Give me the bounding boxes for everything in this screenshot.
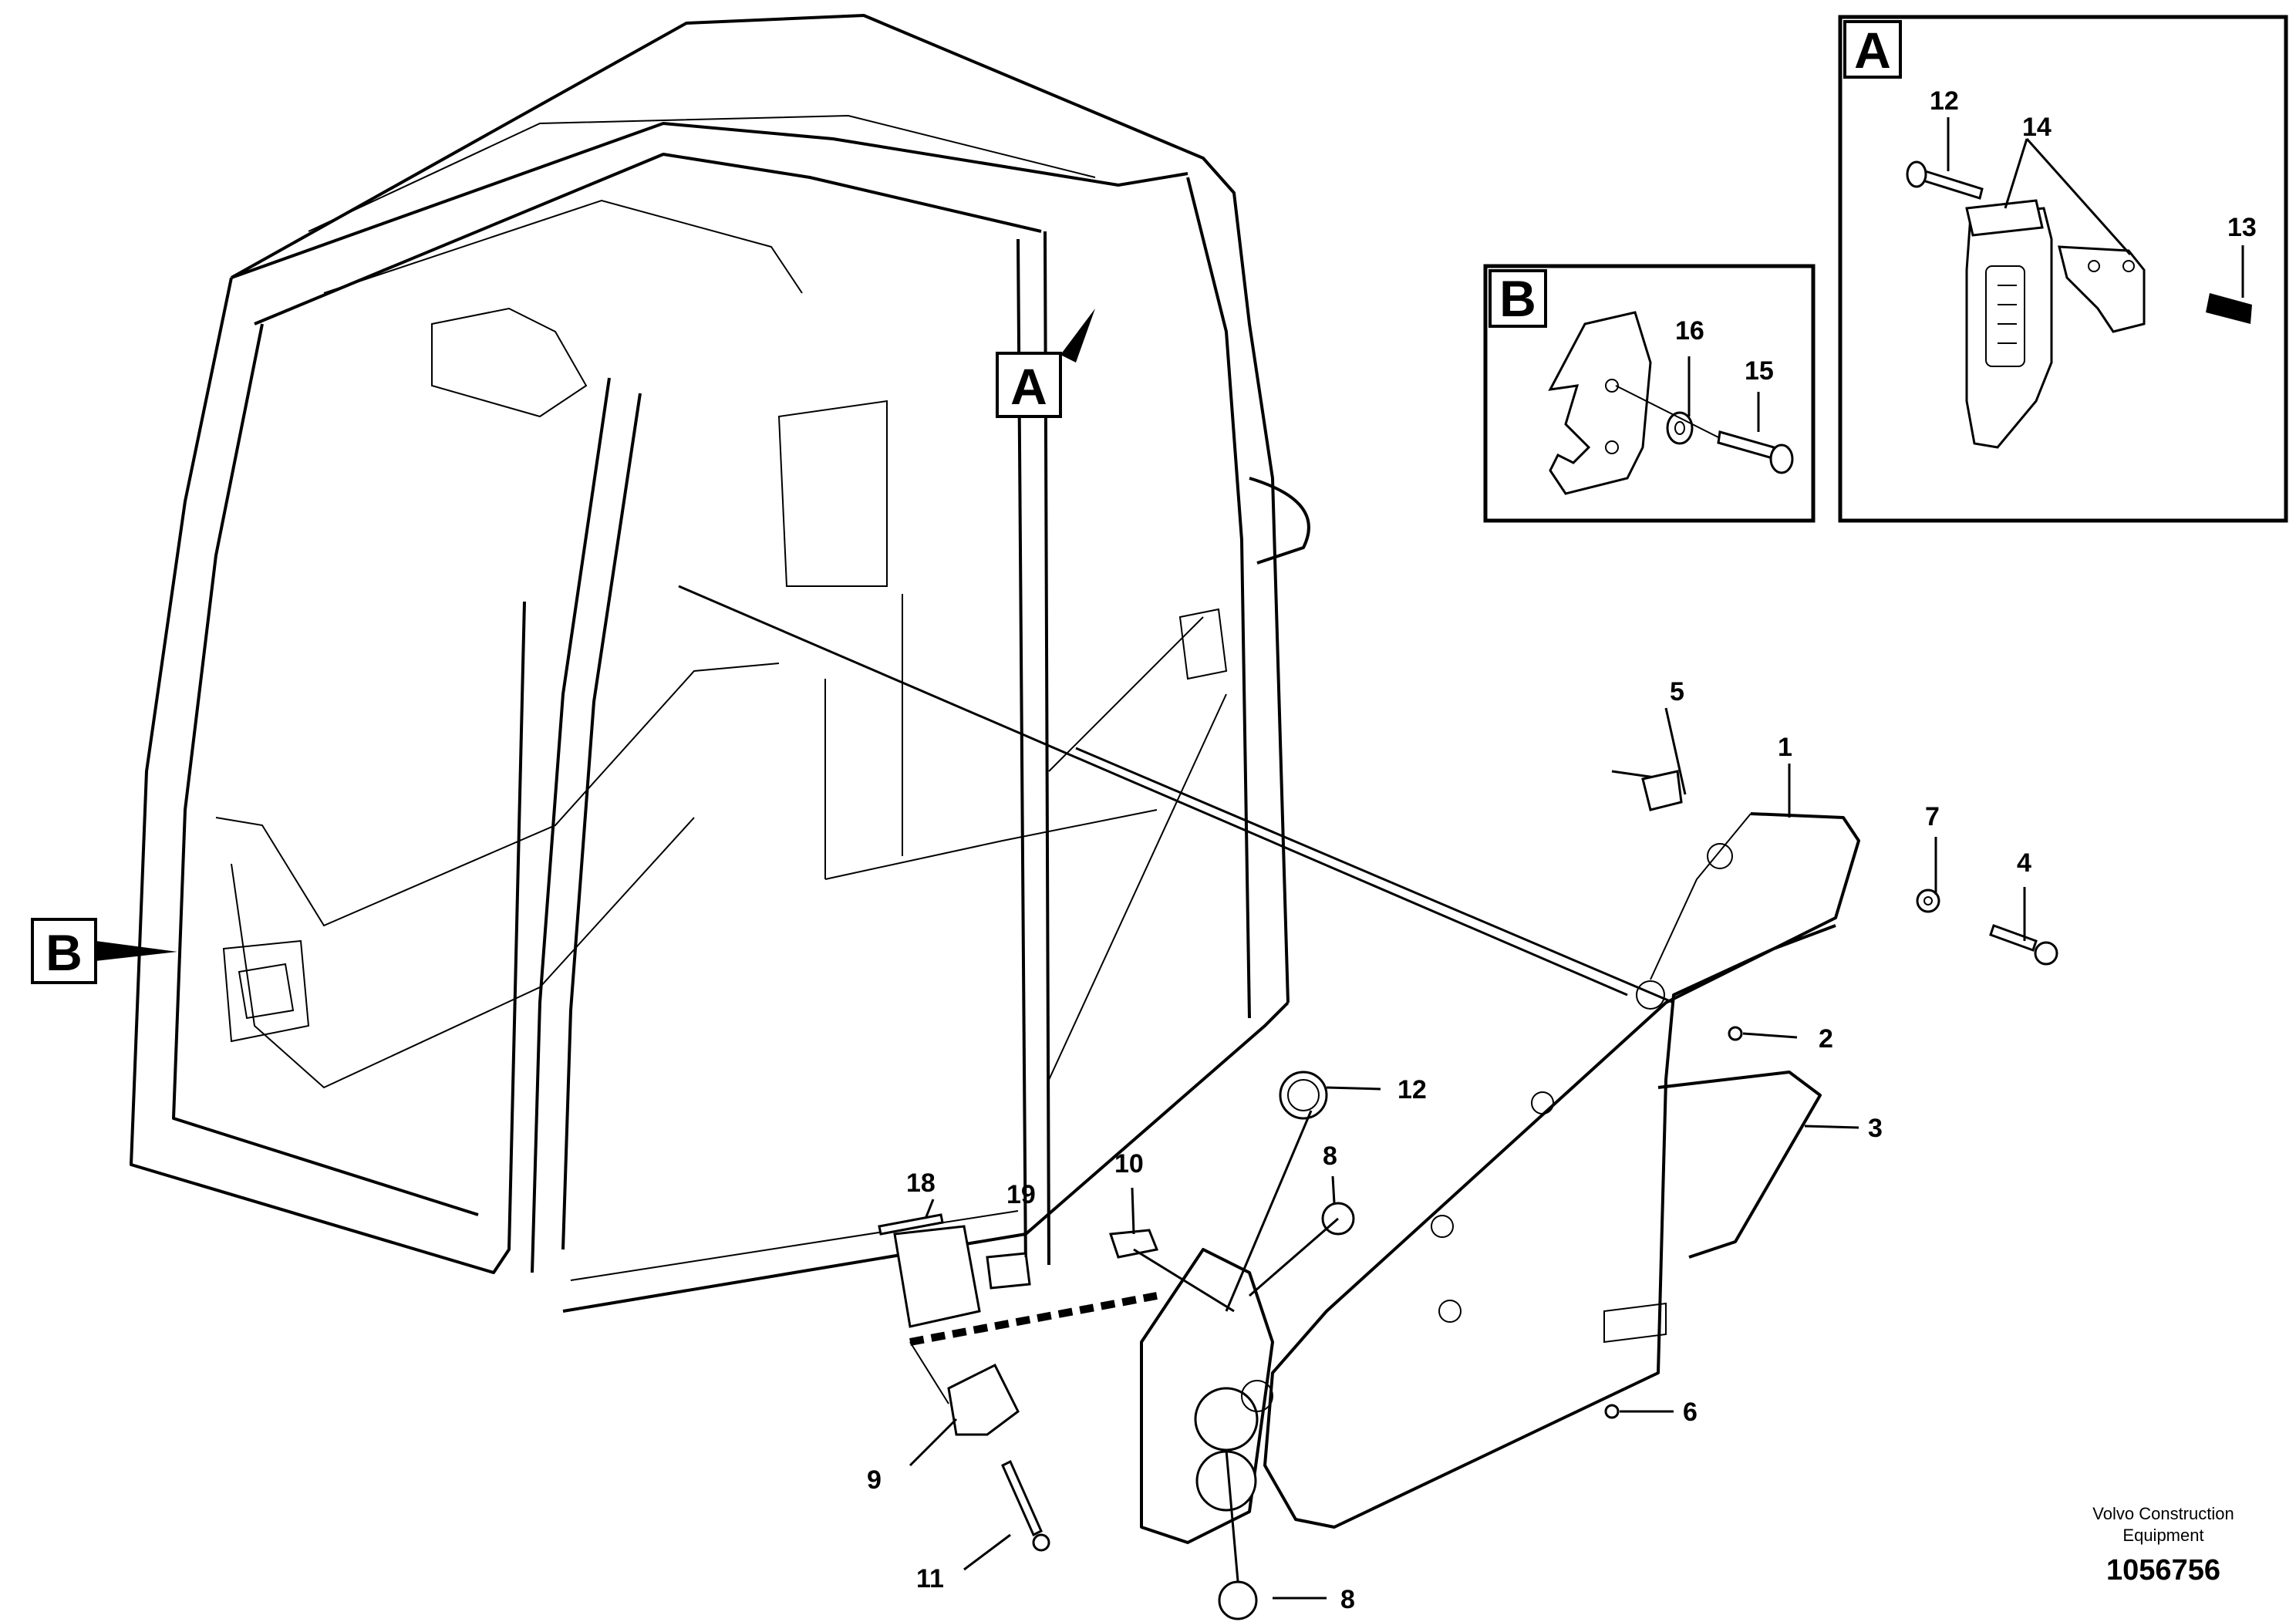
detail-view-a: A 12 14 13 bbox=[1838, 15, 2288, 523]
callout-5: 5 bbox=[1670, 677, 1684, 706]
cab-frame bbox=[130, 14, 1310, 1313]
callout-labels: 1 2 3 4 5 6 7 8 8 9 10 11 12 18 19 bbox=[867, 677, 2031, 1614]
callout-14: 13 bbox=[2227, 213, 2257, 242]
callout-8-lower: 8 bbox=[1340, 1585, 1355, 1614]
marker-a-letter: A bbox=[1010, 358, 1047, 415]
footer: Volvo Construction Equipment 1056756 bbox=[2092, 1504, 2234, 1587]
lower-console bbox=[878, 1071, 1355, 1620]
callout-3: 3 bbox=[1868, 1114, 1883, 1143]
callout-6: 6 bbox=[1683, 1398, 1698, 1427]
assembly-leaders bbox=[678, 585, 1674, 1004]
callout-10: 10 bbox=[1114, 1149, 1144, 1179]
detail-view-b: B 16 15 bbox=[1483, 264, 1816, 523]
trim-panel-part-1 bbox=[1263, 812, 1860, 1529]
callout-8-upper: 8 bbox=[1323, 1141, 1337, 1171]
callout-18: 18 bbox=[906, 1168, 936, 1198]
callout-11: 11 bbox=[916, 1564, 944, 1593]
credit-line-1: Volvo Construction bbox=[2092, 1504, 2234, 1523]
callout-15: 14 bbox=[2022, 113, 2052, 142]
callout-1: 1 bbox=[1778, 733, 1792, 762]
marker-b-letter: B bbox=[46, 924, 83, 981]
marker-b: B bbox=[31, 918, 177, 984]
marker-a: A bbox=[996, 309, 1095, 418]
callout-13: 12 bbox=[1930, 86, 1959, 116]
detail-b-letter: B bbox=[1499, 270, 1536, 327]
drawing-number: 1056756 bbox=[2106, 1554, 2220, 1587]
callout-leaders bbox=[909, 707, 2026, 1600]
callout-7: 7 bbox=[1925, 802, 1940, 831]
callout-17: 16 bbox=[1675, 316, 1704, 346]
callout-9: 9 bbox=[867, 1465, 882, 1495]
callout-19: 19 bbox=[1006, 1180, 1036, 1209]
callout-12: 12 bbox=[1397, 1075, 1427, 1104]
callout-16: 15 bbox=[1745, 356, 1774, 386]
callout-2: 2 bbox=[1819, 1024, 1833, 1054]
callout-4: 4 bbox=[2017, 848, 2031, 878]
credit-line-2: Equipment bbox=[2122, 1526, 2203, 1545]
fasteners-right bbox=[1604, 770, 2058, 1419]
detail-a-letter: A bbox=[1854, 22, 1891, 79]
